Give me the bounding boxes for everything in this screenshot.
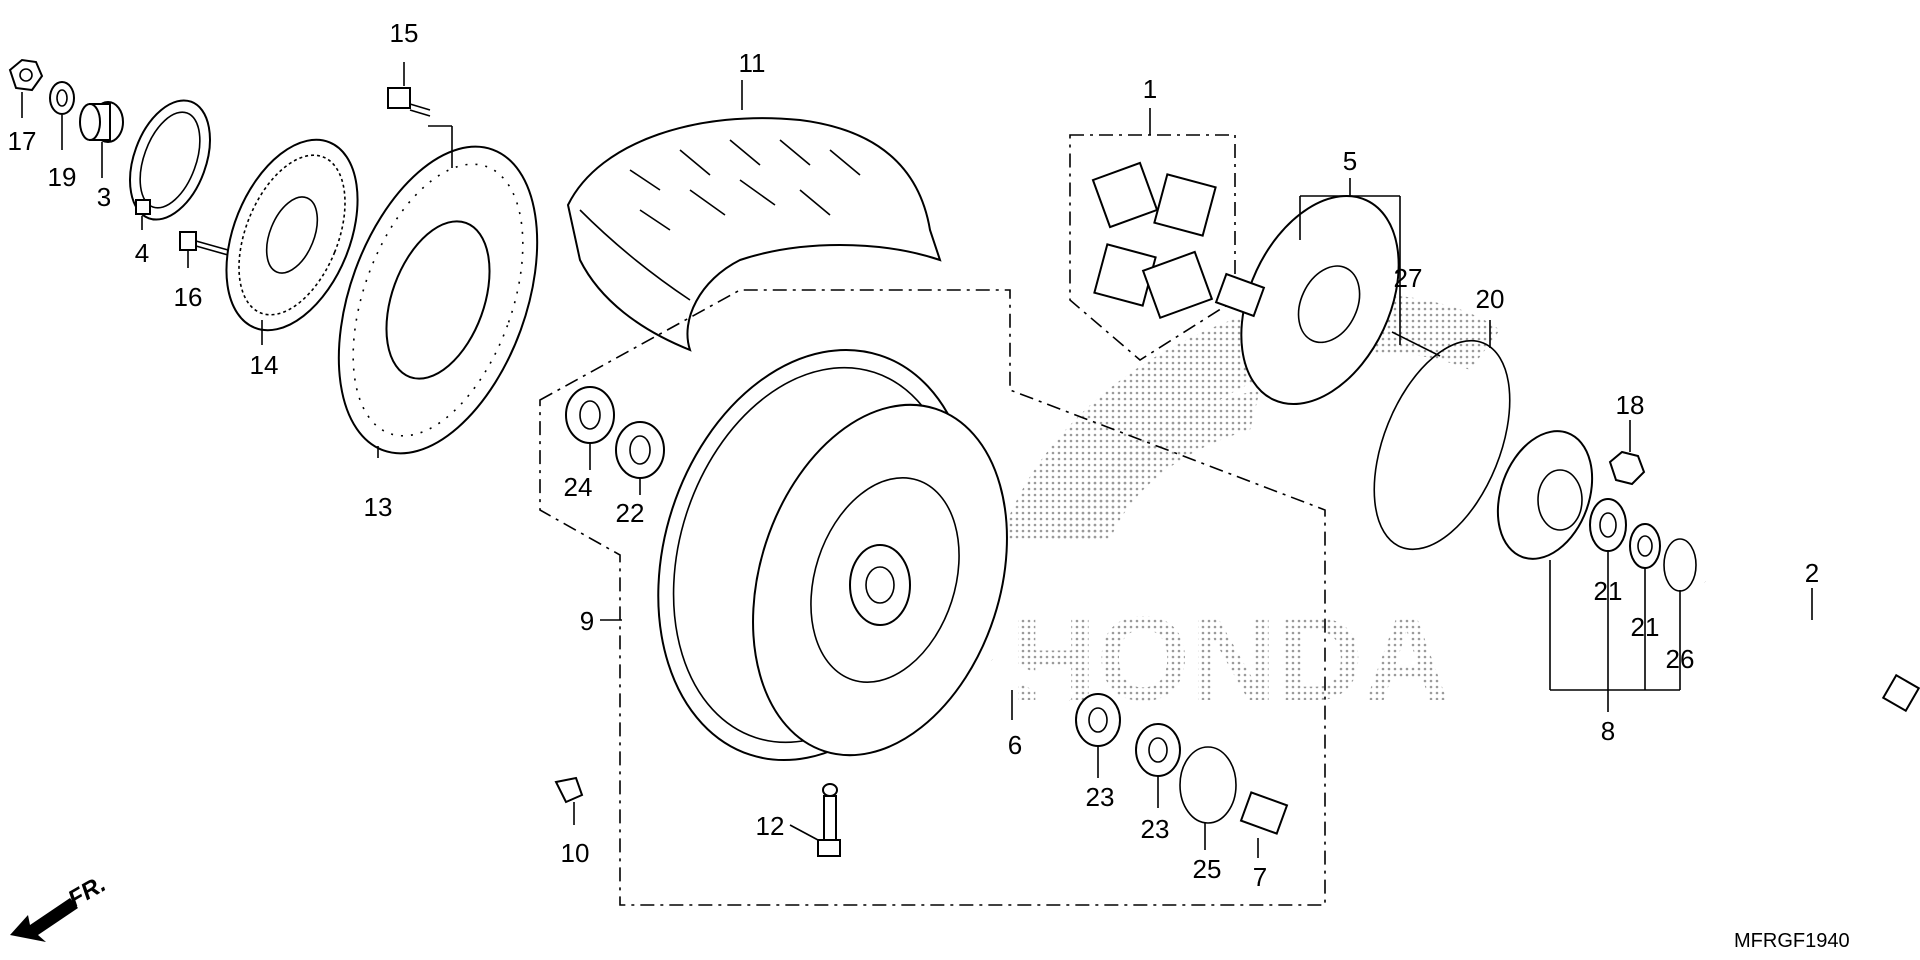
label-8: 8	[1601, 716, 1615, 746]
diagram-code: MFRGF1940	[1734, 930, 1850, 952]
label-17: 17	[8, 126, 37, 156]
part-nut-18[interactable]	[1608, 450, 1646, 486]
label-22: 22	[616, 498, 645, 528]
part-pulser-ring-14[interactable]	[201, 121, 383, 350]
part-o-ring-25[interactable]	[1179, 746, 1237, 824]
label-27: 27	[1394, 263, 1423, 293]
label-1: 1	[1143, 74, 1157, 104]
part-axle-2[interactable]	[1703, 578, 1920, 713]
part-collar-3[interactable]	[79, 101, 124, 143]
part-bolt-15[interactable]	[387, 87, 431, 117]
label-9: 9	[580, 606, 594, 636]
part-bearing-21b[interactable]	[1629, 523, 1661, 569]
front-direction-indicator: FR.	[10, 870, 110, 942]
label-4: 4	[135, 238, 149, 268]
front-arrow-icon	[10, 898, 78, 942]
frame-group-9	[539, 289, 1326, 906]
part-labels: 17 19 3 4 16 14 13 15 11 1 5 27 20 18 2 …	[8, 18, 1820, 892]
part-wheel-9[interactable]	[607, 309, 1049, 801]
part-nut-17[interactable]	[8, 58, 44, 92]
part-tire-11[interactable]	[566, 117, 942, 352]
part-collar-7[interactable]	[1239, 791, 1289, 835]
label-25: 25	[1193, 854, 1222, 884]
label-5: 5	[1343, 146, 1357, 176]
watermark-text: HONDA	[1010, 592, 1450, 726]
label-26: 26	[1666, 644, 1695, 674]
part-bearing-24[interactable]	[565, 386, 615, 444]
part-housing-4[interactable]	[115, 89, 225, 230]
label-2: 2	[1805, 558, 1819, 588]
label-23b: 23	[1141, 814, 1170, 844]
part-damper-rubber-1[interactable]	[1091, 161, 1217, 320]
part-o-ring-26[interactable]	[1663, 538, 1697, 592]
part-driven-flange-5[interactable]	[1210, 171, 1430, 430]
part-clip-10[interactable]	[554, 776, 584, 804]
leader-lines	[21, 62, 1813, 858]
label-23a: 23	[1086, 782, 1115, 812]
label-21a: 21	[1594, 576, 1623, 606]
label-15: 15	[390, 18, 419, 48]
label-12: 12	[756, 811, 785, 841]
label-19: 19	[48, 162, 77, 192]
label-13: 13	[364, 492, 393, 522]
label-18: 18	[1616, 390, 1645, 420]
frame-group-1	[1069, 134, 1236, 361]
label-21b: 21	[1631, 612, 1660, 642]
part-washer-19[interactable]	[49, 81, 75, 115]
label-6: 6	[1008, 730, 1022, 760]
part-bearing-22[interactable]	[615, 421, 665, 479]
part-sprocket-hub[interactable]	[1481, 418, 1609, 572]
label-3: 3	[97, 182, 111, 212]
part-bolt-16[interactable]	[179, 231, 229, 256]
part-bearing-23b[interactable]	[1135, 723, 1181, 777]
label-16: 16	[174, 282, 203, 312]
label-11: 11	[739, 48, 766, 78]
part-brake-disc-13[interactable]	[301, 120, 576, 481]
label-20: 20	[1476, 284, 1505, 314]
part-snap-ring-20[interactable]	[1347, 321, 1537, 568]
part-bearing-23a[interactable]	[1075, 693, 1121, 747]
label-7: 7	[1253, 862, 1267, 892]
label-24: 24	[564, 472, 593, 502]
label-10: 10	[561, 838, 590, 868]
part-valve-12[interactable]	[817, 783, 841, 857]
label-14: 14	[250, 350, 279, 380]
part-spacer-6[interactable]	[988, 652, 1074, 708]
part-bearing-21a[interactable]	[1589, 498, 1627, 552]
